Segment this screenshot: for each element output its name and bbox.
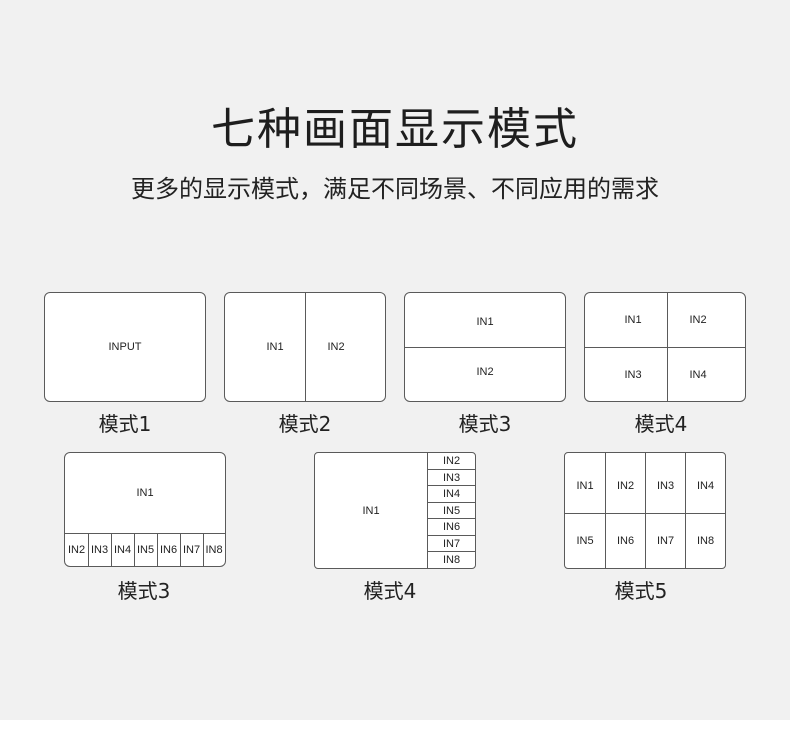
mode-1-cell-input: INPUT (108, 341, 142, 353)
mode-6-divider-h3 (428, 502, 475, 503)
mode-6-cell-in1: IN1 (362, 504, 380, 517)
mode-4-diagram: IN1 IN2 IN3 IN4 (584, 292, 746, 402)
mode-6-diagram: IN1 IN2 IN3 IN4 IN5 IN6 IN7 IN8 (314, 452, 476, 569)
mode-2-caption: 模式2 (278, 412, 332, 436)
mode-7-divider-v2 (645, 453, 646, 568)
mode-6-cell-in7: IN7 (442, 537, 461, 550)
mode-3-divider (405, 347, 565, 348)
mode-5-caption: 模式3 (117, 579, 171, 603)
mode-5-cell-in7: IN7 (182, 544, 201, 556)
mode-6-cell-in2: IN2 (442, 455, 461, 467)
mode-5-divider-v4 (157, 534, 158, 566)
page-subtitle: 更多的显示模式，满足不同场景、不同应用的需求 (131, 175, 659, 203)
mode-5-divider-v5 (180, 534, 181, 566)
mode-6-divider-h1 (428, 469, 475, 470)
mode-7-diagram: IN1 IN2 IN3 IN4 IN5 IN6 IN7 IN8 (564, 452, 726, 569)
mode-6-cell-in4: IN4 (442, 488, 461, 500)
mode-1-caption: 模式1 (98, 412, 152, 436)
mode-2-cell-in1: IN1 (266, 341, 284, 353)
mode-4-divider-h (585, 347, 745, 348)
mode-7-divider-v3 (685, 453, 686, 568)
mode-7-cell-in5: IN5 (576, 535, 594, 547)
mode-7-divider-v1 (605, 453, 606, 568)
mode-6-divider-h2 (428, 485, 475, 486)
mode-4-cell-in4: IN4 (689, 368, 707, 381)
mode-3-cell-in2: IN2 (476, 366, 494, 378)
mode-7-cell-in6: IN6 (616, 535, 635, 547)
mode-6-cell-in8: IN8 (442, 554, 461, 566)
mode-5-cell-in1: IN1 (136, 487, 154, 499)
mode-5-divider-v1 (88, 534, 89, 566)
mode-6-divider-h5 (428, 535, 475, 536)
mode-6-divider-h6 (428, 551, 475, 552)
mode-1-diagram: INPUT (44, 292, 206, 402)
mode-7-cell-in2: IN2 (616, 480, 635, 492)
page-title: 七种画面显示模式 (211, 104, 579, 155)
mode-2-divider (305, 293, 306, 401)
mode-6-divider-v (427, 453, 428, 568)
mode-5-divider-v6 (203, 534, 204, 566)
mode-7-cell-in7: IN7 (656, 535, 675, 547)
mode-7-cell-in1: IN1 (576, 480, 594, 492)
mode-2-cell-in2: IN2 (327, 341, 345, 353)
mode-5-cell-in5: IN5 (136, 544, 155, 556)
mode-5-cell-in8: IN8 (205, 544, 223, 556)
mode-5-cell-in2: IN2 (67, 544, 86, 556)
mode-7-cell-in4: IN4 (696, 480, 715, 492)
mode-2-diagram: IN1 IN2 (224, 292, 386, 402)
mode-6-caption: 模式4 (363, 579, 417, 603)
mode-6-cell-in3: IN3 (442, 471, 461, 484)
mode-7-cell-in8: IN8 (696, 535, 715, 547)
mode-5-diagram: IN1 IN2 IN3 IN4 IN5 IN6 IN7 IN8 (64, 452, 226, 567)
mode-7-cell-in3: IN3 (656, 480, 675, 492)
bottom-band (0, 720, 790, 733)
mode-7-caption: 模式5 (614, 579, 668, 603)
mode-5-divider-v2 (111, 534, 112, 566)
mode-7-divider-h (565, 513, 725, 514)
mode-3-cell-in1: IN1 (476, 316, 494, 328)
mode-6-cell-in5: IN5 (442, 504, 461, 517)
mode-4-cell-in3: IN3 (624, 368, 642, 381)
mode-4-caption: 模式4 (634, 412, 688, 436)
mode-3-diagram: IN1 IN2 (404, 292, 566, 402)
mode-5-divider-v3 (134, 534, 135, 566)
mode-6-divider-h4 (428, 518, 475, 519)
mode-4-cell-in2: IN2 (689, 314, 707, 326)
mode-6-cell-in6: IN6 (442, 521, 461, 533)
mode-5-divider-h (65, 533, 225, 534)
mode-5-cell-in4: IN4 (113, 544, 132, 556)
mode-3-caption: 模式3 (458, 412, 512, 436)
mode-5-cell-in6: IN6 (159, 544, 178, 556)
mode-4-cell-in1: IN1 (624, 314, 642, 326)
mode-5-cell-in3: IN3 (90, 544, 109, 556)
